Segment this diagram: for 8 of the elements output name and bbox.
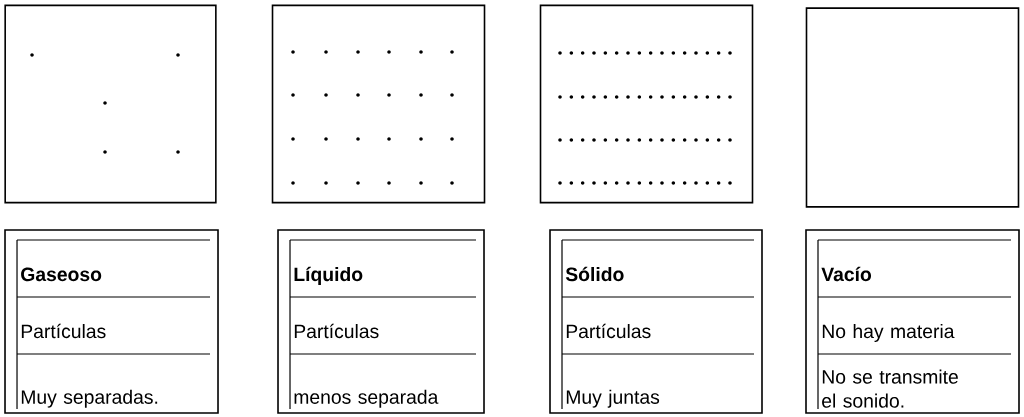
particle-box: [271, 4, 486, 204]
state-card: Vacío No hay materia No se transmite el sonido.: [805, 229, 1020, 414]
particle-box: [805, 7, 1020, 208]
particle-box: [4, 4, 217, 204]
state-card: Líquido Partículas menos separada: [277, 229, 485, 414]
particle-box: [539, 4, 754, 204]
state-card: Sólido Partículas Muy juntas: [549, 229, 763, 414]
state-card: Gaseoso Partículas Muy separadas.: [4, 229, 219, 414]
